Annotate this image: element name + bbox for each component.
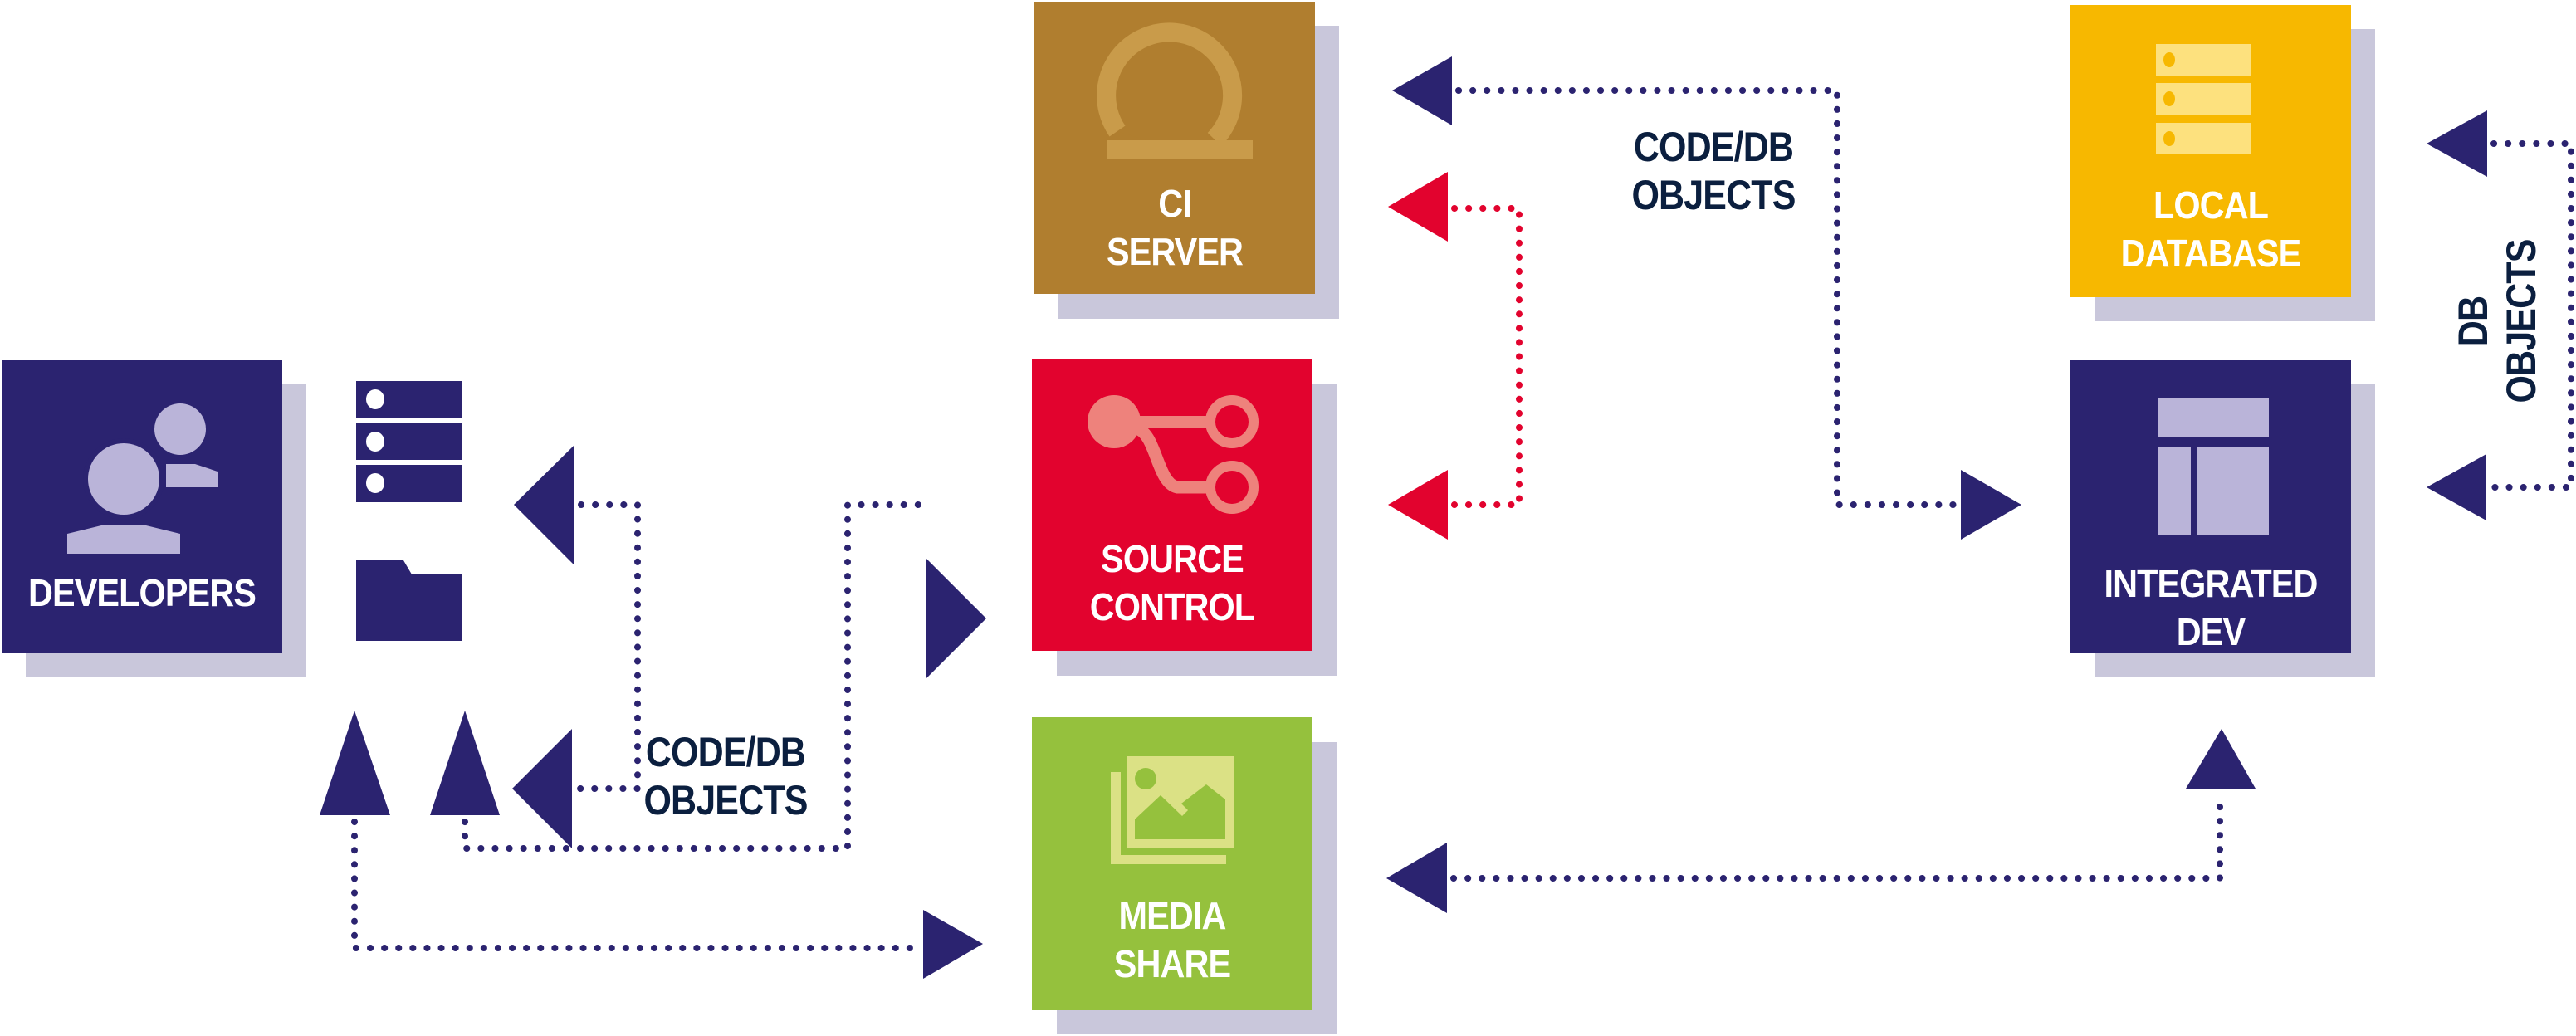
- branch-icon: [1088, 395, 1259, 514]
- arrowhead-to-media-share-right: [1386, 843, 1447, 913]
- media-share-label: MEDIA SHARE: [1032, 892, 1312, 988]
- integrated-dev-node[interactable]: INTEGRATED DEV: [2070, 360, 2351, 653]
- arrowhead-to-ci-red: [1388, 172, 1448, 242]
- arrowhead-to-local-database: [2427, 110, 2487, 177]
- ci-server-label: CI SERVER: [1034, 179, 1315, 276]
- integrated-dev-label-line-1: INTEGRATED: [2104, 562, 2318, 605]
- database-icon: [2156, 44, 2251, 154]
- connector-developers-source-control: [462, 501, 926, 852]
- connector-ci-integrated-dev: [1455, 87, 1963, 508]
- local-database-label: LOCAL DATABASE: [2070, 181, 2351, 277]
- connector-assets-loop: [575, 501, 641, 792]
- connector-ci-source-control: [1451, 205, 1523, 508]
- source-control-label: SOURCE CONTROL: [1032, 535, 1312, 631]
- arrowhead-to-integrated-dev-right: [2427, 454, 2486, 520]
- connector-developers-media-share: [351, 819, 925, 951]
- connector-media-integrated-dev: [1450, 792, 2223, 882]
- images-icon: [1111, 756, 1234, 864]
- arrowhead-up-developers-2: [430, 711, 500, 815]
- arrowhead-up-integrated-dev: [2186, 729, 2256, 789]
- label-code-db-objects-top: CODE/DB OBJECTS: [1614, 123, 1813, 219]
- server-stack-icon: [356, 381, 462, 502]
- developers-label: DEVELOPERS: [2, 569, 282, 617]
- arrowhead-to-media-share: [923, 910, 983, 979]
- arrowhead-to-source-control: [926, 559, 986, 678]
- arrowhead-to-ci-navy: [1392, 56, 1452, 125]
- ci-server-label-line-1: CI: [1158, 182, 1192, 225]
- arrowhead-to-server-icon: [514, 445, 574, 565]
- arrowhead-to-folder-icon: [512, 729, 572, 848]
- local-database-node[interactable]: LOCAL DATABASE: [2070, 5, 2351, 297]
- label-bottom-line-1: CODE/DB: [645, 729, 806, 775]
- label-top-line-1: CODE/DB: [1633, 124, 1794, 170]
- label-right-line-2: OBJECTS: [2498, 239, 2544, 403]
- developers-label-line: DEVELOPERS: [28, 571, 257, 614]
- ci-server-node[interactable]: CI SERVER: [1034, 2, 1315, 294]
- users-icon: [67, 403, 218, 554]
- source-control-node[interactable]: SOURCE CONTROL: [1032, 359, 1312, 651]
- arrowhead-to-source-control-red: [1388, 470, 1448, 540]
- integrated-dev-label-line-2: DEV: [2176, 610, 2246, 653]
- loop-icon: [1097, 22, 1253, 159]
- label-top-line-2: OBJECTS: [1631, 172, 1796, 218]
- integrated-dev-label: INTEGRATED DEV: [2070, 560, 2351, 653]
- label-code-db-objects-bottom: CODE/DB OBJECTS: [626, 728, 825, 824]
- arrowhead-up-developers-1: [320, 711, 390, 815]
- local-database-label-line-2: DATABASE: [2120, 232, 2302, 275]
- local-database-label-line-1: LOCAL: [2153, 183, 2269, 227]
- ci-server-label-line-2: SERVER: [1106, 230, 1244, 273]
- arrowhead-to-integrated-dev-left: [1961, 470, 2021, 540]
- developers-node[interactable]: DEVELOPERS: [2, 360, 282, 653]
- media-share-node[interactable]: MEDIA SHARE: [1032, 717, 1312, 1010]
- label-bottom-line-2: OBJECTS: [643, 777, 808, 823]
- source-control-label-line-2: CONTROL: [1089, 585, 1255, 628]
- media-share-label-line-2: SHARE: [1113, 942, 1231, 985]
- source-control-label-line-1: SOURCE: [1101, 537, 1244, 580]
- label-right-line-1: DB: [2450, 296, 2496, 347]
- media-share-label-line-1: MEDIA: [1118, 894, 1227, 937]
- layout-icon: [2158, 398, 2269, 535]
- folder-icon: [356, 560, 462, 641]
- label-db-objects-right: DB OBJECTS: [2449, 222, 2545, 421]
